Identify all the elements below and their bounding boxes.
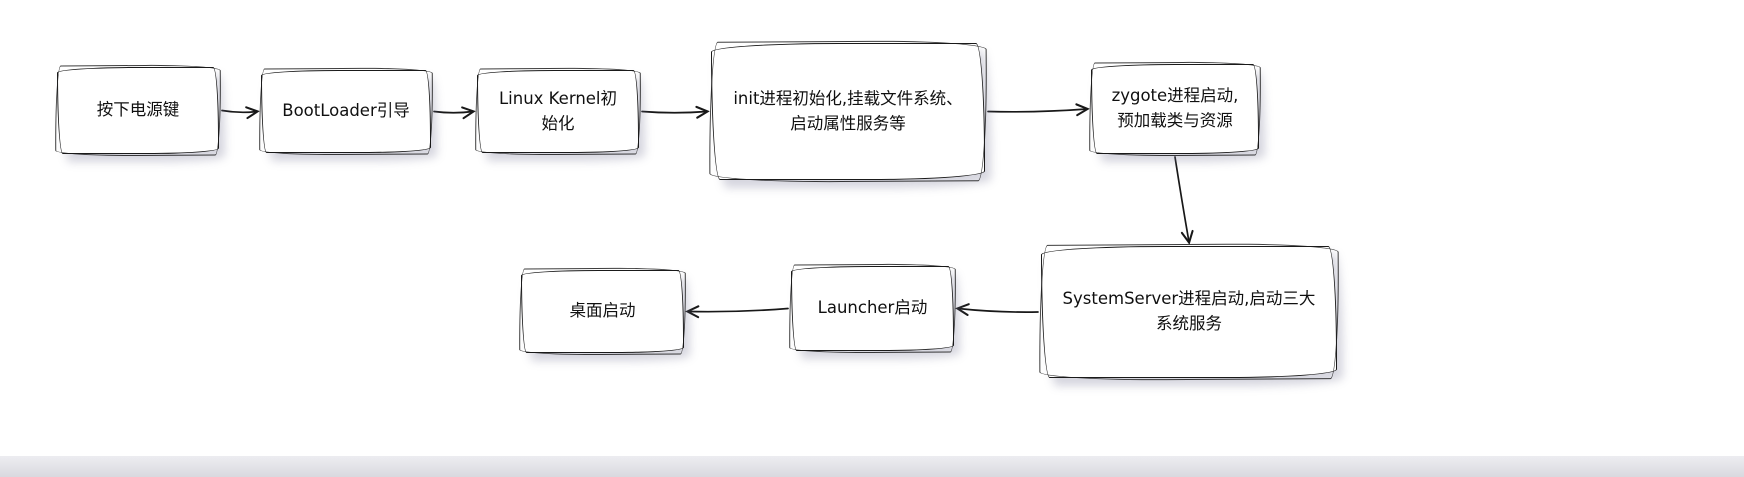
node-launcher[interactable]: Launcher启动 — [791, 266, 954, 351]
node-zygote-label: zygote进程启动,预加载类与资源 — [1111, 86, 1239, 130]
node-system-server[interactable]: SystemServer进程启动,启动三大系统服务 — [1041, 246, 1337, 378]
node-system-server-label: SystemServer进程启动,启动三大系统服务 — [1062, 289, 1316, 333]
node-bootloader[interactable]: BootLoader引导 — [261, 70, 431, 153]
edge-init-to-zygote — [987, 109, 1087, 112]
node-power-button[interactable]: 按下电源键 — [57, 67, 219, 154]
edge-power-to-bootloader — [221, 111, 257, 113]
node-power-button-label: 按下电源键 — [96, 100, 180, 120]
node-init-process-label: init进程初始化,挂载文件系统、 启动属性服务等 — [733, 88, 963, 133]
node-zygote[interactable]: zygote进程启动,预加载类与资源 — [1091, 64, 1259, 154]
bottom-strip — [0, 456, 1744, 477]
node-init-process[interactable]: init进程初始化,挂载文件系统、 启动属性服务等 — [711, 43, 985, 180]
node-desktop-label: 桌面启动 — [569, 301, 636, 321]
node-desktop[interactable]: 桌面启动 — [521, 270, 684, 353]
edge-kernel-to-init — [641, 112, 707, 113]
node-bootloader-label: BootLoader引导 — [282, 101, 410, 121]
edge-bootloader-to-kernel — [433, 112, 473, 113]
node-linux-kernel[interactable]: Linux Kernel初始化 — [477, 70, 639, 153]
edge-launcher-to-desktop — [688, 309, 789, 312]
node-launcher-label: Launcher启动 — [817, 298, 928, 318]
edge-zygote-to-systemserver — [1174, 156, 1189, 242]
node-linux-kernel-label: Linux Kernel初始化 — [498, 88, 618, 133]
edge-systemserver-to-launcher — [958, 309, 1039, 313]
